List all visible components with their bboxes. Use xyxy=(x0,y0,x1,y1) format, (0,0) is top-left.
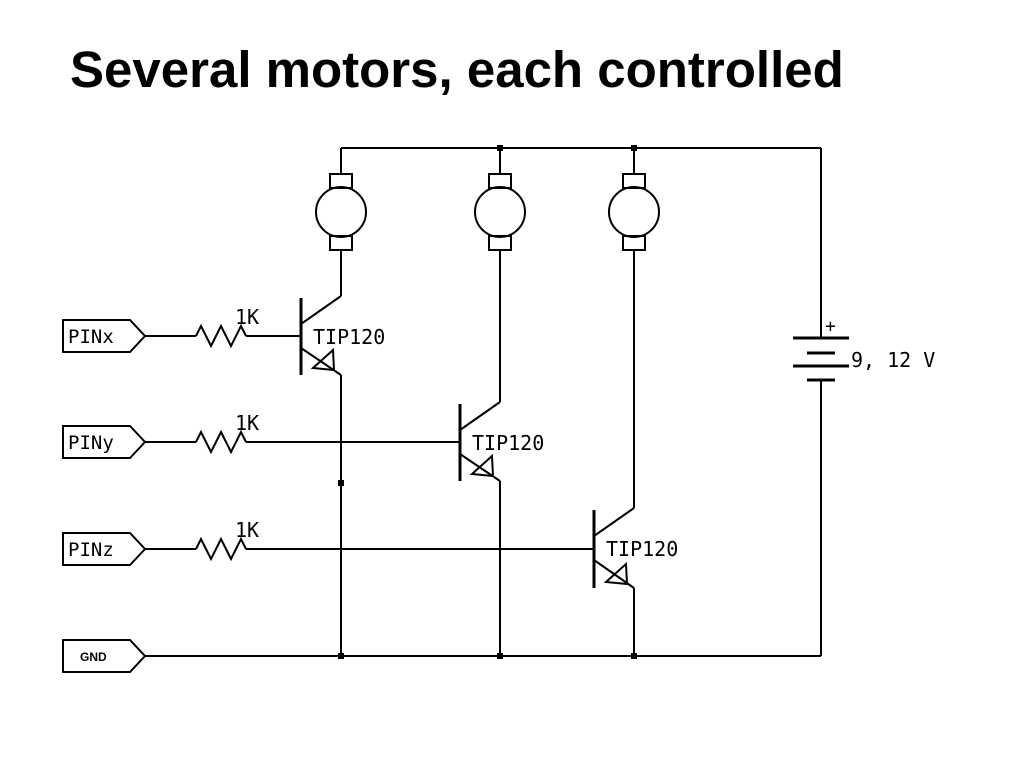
ground-port xyxy=(62,639,147,673)
battery-polarity: + xyxy=(825,316,836,337)
junction-dot xyxy=(497,145,503,151)
junction-dots xyxy=(338,145,637,659)
pin-label-pinz: PINz xyxy=(68,539,114,561)
resistor-icon xyxy=(195,323,247,349)
resistor-label-2: 1K xyxy=(235,411,259,435)
motor-icon xyxy=(474,148,526,251)
junction-dot xyxy=(631,653,637,659)
pin-label-pinx: PINx xyxy=(68,326,114,348)
slide-title: Several motors, each controlled xyxy=(70,41,844,98)
transistor-label-2: TIP120 xyxy=(472,431,544,455)
npn-transistor-icon xyxy=(458,401,501,482)
battery-icon xyxy=(793,333,849,382)
input-port-pinx xyxy=(62,319,147,353)
pin-label-piny: PINy xyxy=(68,432,114,454)
input-port-piny xyxy=(62,425,147,459)
battery-voltage-label: 9, 12 V xyxy=(851,348,935,372)
transistor-label-3: TIP120 xyxy=(606,537,678,561)
resistor-label-3: 1K xyxy=(235,518,259,542)
junction-dot xyxy=(631,145,637,151)
input-port-pinz xyxy=(62,532,147,566)
resistor-label-1: 1K xyxy=(235,305,259,329)
junction-dot xyxy=(497,653,503,659)
junction-dot xyxy=(338,653,344,659)
transistor-label-1: TIP120 xyxy=(313,325,385,349)
motor-icon xyxy=(315,148,367,251)
npn-transistor-icon xyxy=(299,295,342,376)
ground-label: GND xyxy=(80,650,107,664)
npn-transistor-icon xyxy=(592,507,635,589)
motor-icon xyxy=(608,148,660,251)
resistor-icon xyxy=(195,536,247,562)
junction-dot xyxy=(338,480,344,486)
resistor-icon xyxy=(195,429,247,455)
